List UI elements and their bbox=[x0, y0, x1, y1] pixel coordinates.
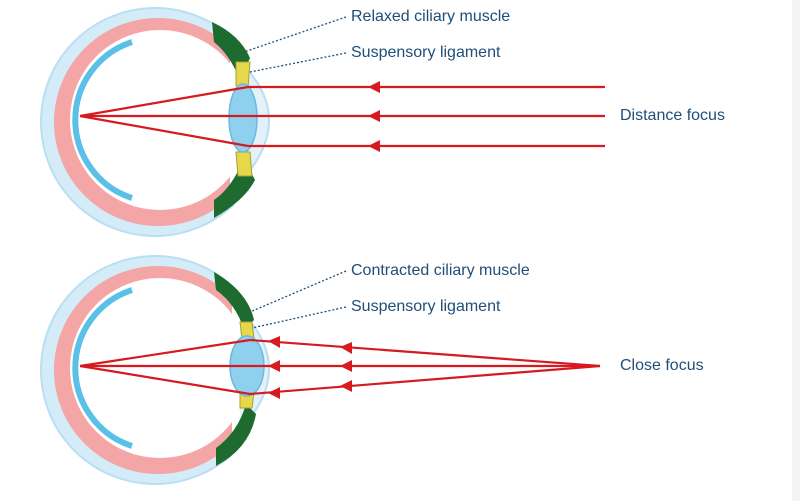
bottom-ciliary-muscle-lower bbox=[216, 404, 256, 466]
top-rays bbox=[79, 85, 605, 148]
top-lens bbox=[228, 83, 258, 153]
bottom-leader-ligament bbox=[251, 306, 347, 329]
bottom-vitreous bbox=[70, 278, 250, 458]
bottom-eye bbox=[40, 255, 275, 485]
top-muscle-label: Relaxed ciliary muscle bbox=[351, 8, 511, 25]
bottom-arrow-lower-near bbox=[268, 387, 280, 399]
bottom-ray-upper bbox=[249, 338, 601, 368]
bottom-arrow-lower-far bbox=[340, 380, 352, 392]
top-arrows bbox=[368, 81, 380, 152]
bottom-rays bbox=[79, 338, 601, 396]
top-leader-ligament bbox=[249, 52, 347, 73]
top-ligament-label: Suspensory ligament bbox=[351, 44, 501, 61]
bottom-leader-muscle bbox=[249, 270, 347, 313]
bottom-arrow-upper-far bbox=[340, 342, 352, 354]
bottom-ligament-label: Suspensory ligament bbox=[351, 298, 501, 315]
top-arrow-middle bbox=[368, 110, 380, 122]
bottom-arrows bbox=[268, 336, 352, 399]
top-arrow-lower bbox=[368, 140, 380, 152]
top-ray-converge-upper bbox=[79, 85, 249, 118]
bottom-ray-converge-lower bbox=[79, 364, 251, 396]
bottom-retina bbox=[72, 287, 133, 449]
top-retina bbox=[72, 39, 133, 201]
top-focus-label: Distance focus bbox=[620, 107, 725, 124]
top-ray-converge-lower bbox=[79, 114, 249, 148]
right-margin-strip bbox=[792, 0, 800, 501]
bottom-leaders bbox=[249, 270, 347, 329]
top-arrow-upper bbox=[368, 81, 380, 93]
bottom-arrow-upper-near bbox=[268, 336, 280, 348]
bottom-arrow-middle-near bbox=[268, 360, 280, 372]
bottom-ciliary-muscle-upper bbox=[214, 272, 254, 330]
top-vitreous bbox=[70, 30, 250, 210]
top-leaders bbox=[243, 16, 347, 73]
bottom-ray-lower bbox=[249, 364, 601, 396]
bottom-ray-converge-upper bbox=[79, 338, 251, 368]
top-ligament-lower bbox=[235, 151, 253, 177]
top-leader-muscle bbox=[243, 16, 347, 53]
top-eye bbox=[40, 7, 275, 237]
bottom-focus-label: Close focus bbox=[620, 357, 704, 374]
bottom-arrow-middle-far bbox=[340, 360, 352, 372]
bottom-muscle-label: Contracted ciliary muscle bbox=[351, 262, 530, 279]
